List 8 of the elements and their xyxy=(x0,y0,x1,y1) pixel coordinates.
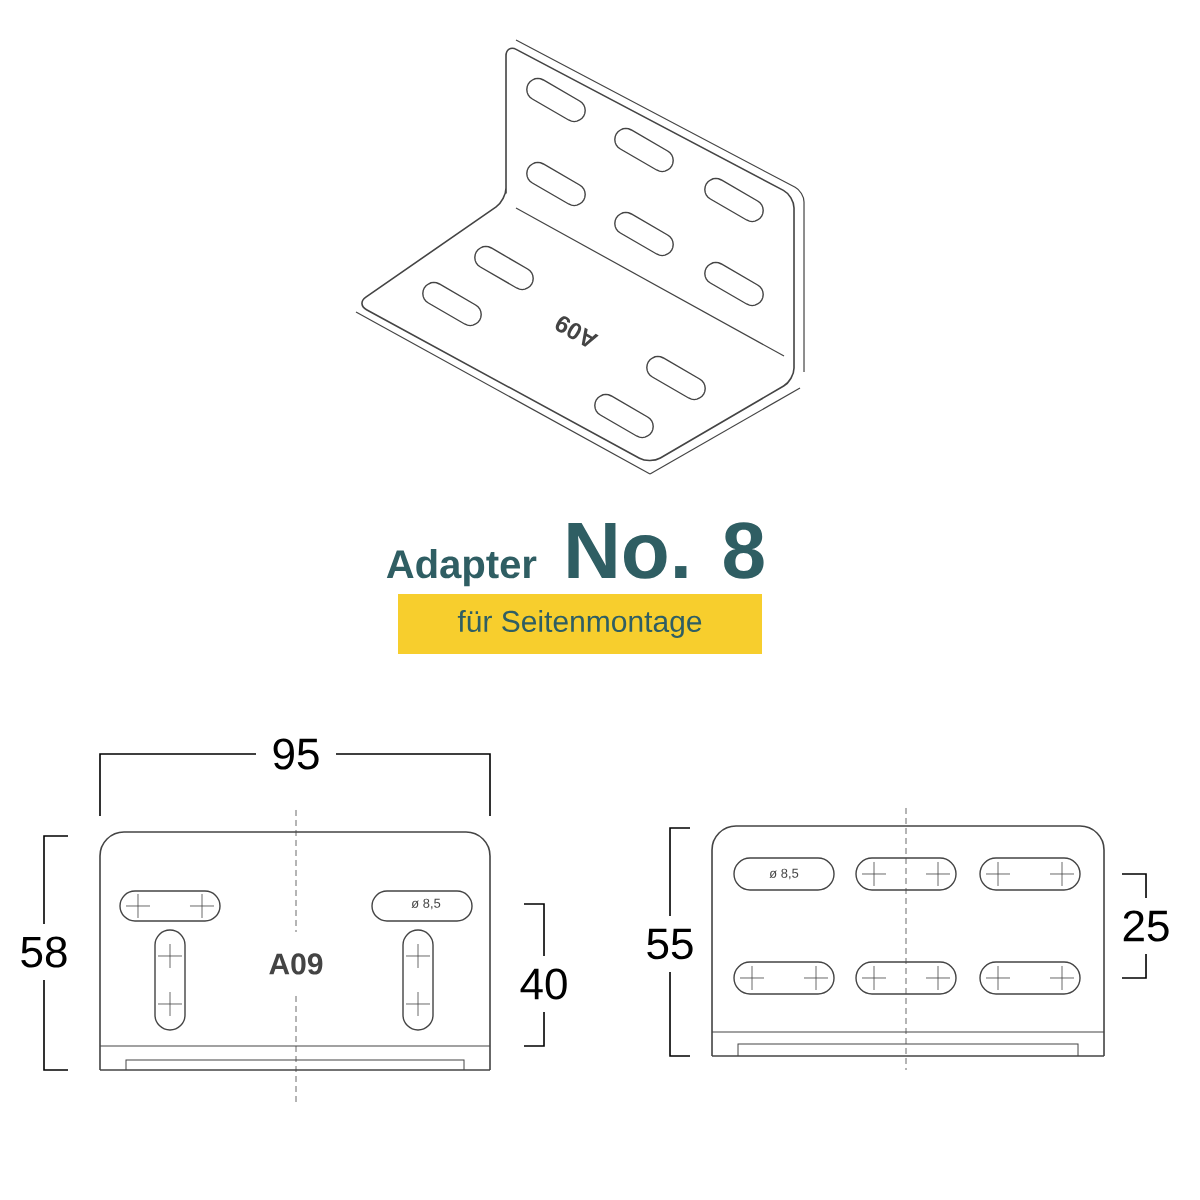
dimension-label: 55 xyxy=(647,928,693,960)
stamped-text: A09 xyxy=(269,953,323,975)
dimension-label: 40 xyxy=(520,968,567,1000)
dimension-label: 25 xyxy=(1123,910,1169,942)
stamped-text: A09 xyxy=(555,316,599,347)
subtitle-band: für Seitenmontage xyxy=(398,594,762,654)
dimension-label: 58 xyxy=(21,936,67,968)
dimension-label: 95 xyxy=(273,738,319,770)
